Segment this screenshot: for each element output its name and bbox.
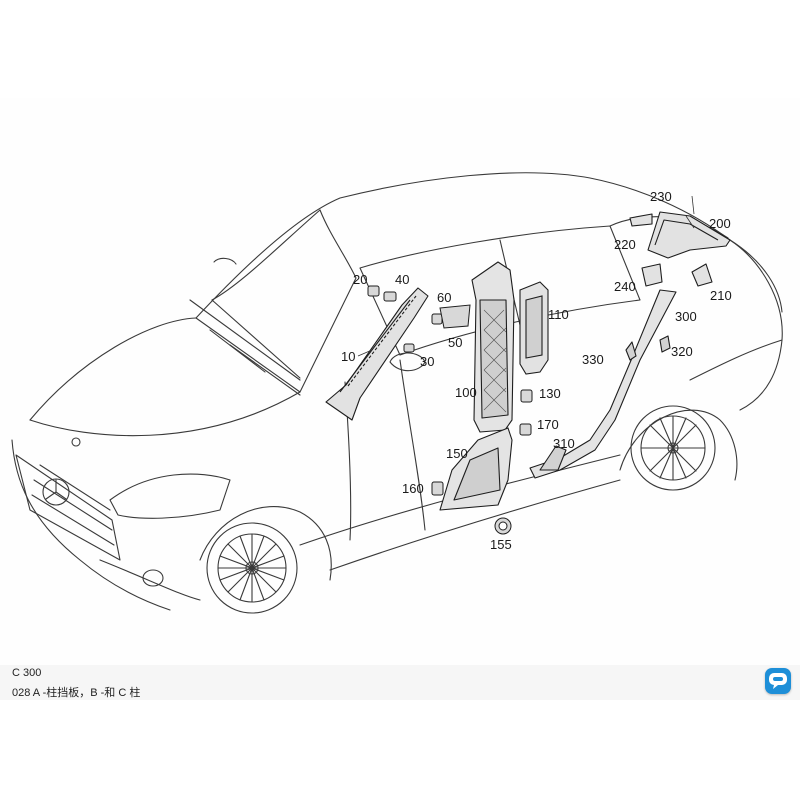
b-pillar-clips [431,389,533,535]
c-pillar-trim [629,211,731,287]
diagram-description: 028 A -柱挡板，B -和 C 柱 [12,687,141,699]
callout-210: 210 [710,288,732,303]
b-pillar-upper-cover [519,281,549,375]
leader-lines [357,195,695,357]
a-pillar-clips [367,285,471,353]
callout-60: 60 [437,290,451,305]
car-body-outline [11,172,783,614]
callout-50: 50 [448,335,462,350]
callout-155: 155 [490,537,512,552]
callout-110: 110 [548,307,569,322]
rear-side-trim [529,289,677,479]
chat-icon [769,673,787,689]
callout-30: 30 [420,354,434,369]
callout-100: 100 [455,385,477,400]
callout-220: 220 [614,237,636,252]
callout-310: 310 [553,436,575,451]
callout-170: 170 [537,417,559,432]
callout-300: 300 [675,309,697,324]
callout-160: 160 [402,481,424,496]
callout-40: 40 [395,272,409,287]
diagram-sheet [0,98,800,700]
callout-200: 200 [709,216,731,231]
callout-10: 10 [341,349,355,364]
callout-320: 320 [671,344,693,359]
caption-bar [0,665,800,700]
callout-330: 330 [582,352,604,367]
callout-230: 230 [650,189,672,204]
model-label: C 300 [12,667,42,679]
callout-20: 20 [353,272,367,287]
callout-240: 240 [614,279,636,294]
b-pillar-pattern [483,309,507,413]
callout-labels: 10 20 40 60 50 30 110 100 130 170 150 31… [341,189,732,552]
a-pillar-trim [325,287,429,421]
callout-150: 150 [446,446,468,461]
chat-button[interactable] [765,668,791,694]
callout-130: 130 [539,386,561,401]
